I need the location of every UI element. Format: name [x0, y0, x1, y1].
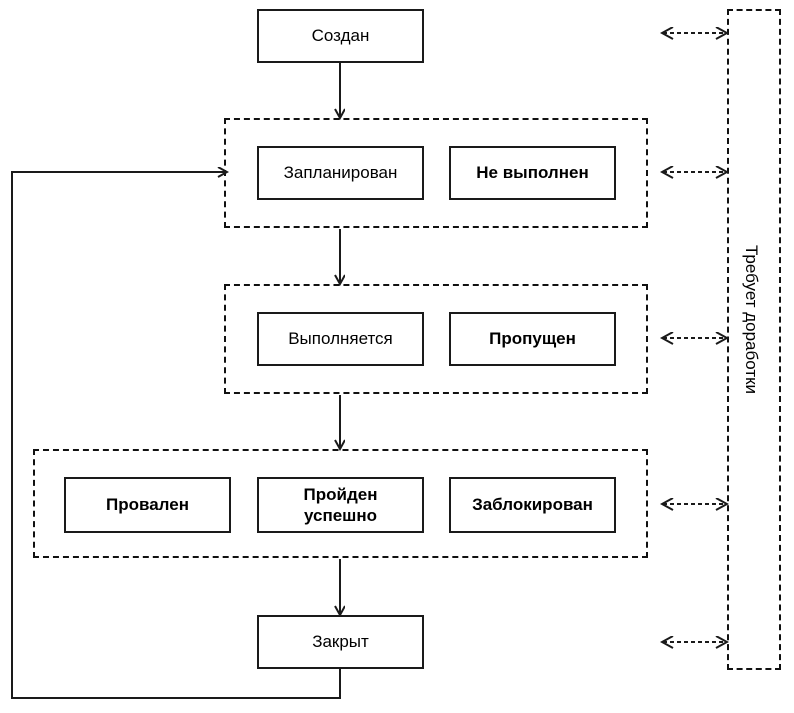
- node-created[interactable]: Создан: [257, 9, 424, 63]
- node-created-label: Создан: [311, 26, 370, 46]
- node-blocked-label: Заблокирован: [472, 495, 593, 515]
- node-planned-label: Запланирован: [283, 163, 398, 183]
- node-skipped[interactable]: Пропущен: [449, 312, 616, 366]
- node-not-executed-label: Не выполнен: [476, 163, 589, 183]
- node-running[interactable]: Выполняется: [257, 312, 424, 366]
- node-planned[interactable]: Запланирован: [257, 146, 424, 200]
- node-closed-label: Закрыт: [312, 632, 369, 652]
- node-not-executed[interactable]: Не выполнен: [449, 146, 616, 200]
- node-blocked[interactable]: Заблокирован: [449, 477, 616, 533]
- node-skipped-label: Пропущен: [489, 329, 576, 349]
- rework-label: Требует доработки: [742, 245, 761, 395]
- node-failed[interactable]: Провален: [64, 477, 231, 533]
- node-running-label: Выполняется: [288, 329, 393, 349]
- node-closed[interactable]: Закрыт: [257, 615, 424, 669]
- node-passed[interactable]: Пройден успешно: [257, 477, 424, 533]
- node-failed-label: Провален: [106, 495, 189, 515]
- node-passed-label: Пройден успешно: [303, 484, 378, 525]
